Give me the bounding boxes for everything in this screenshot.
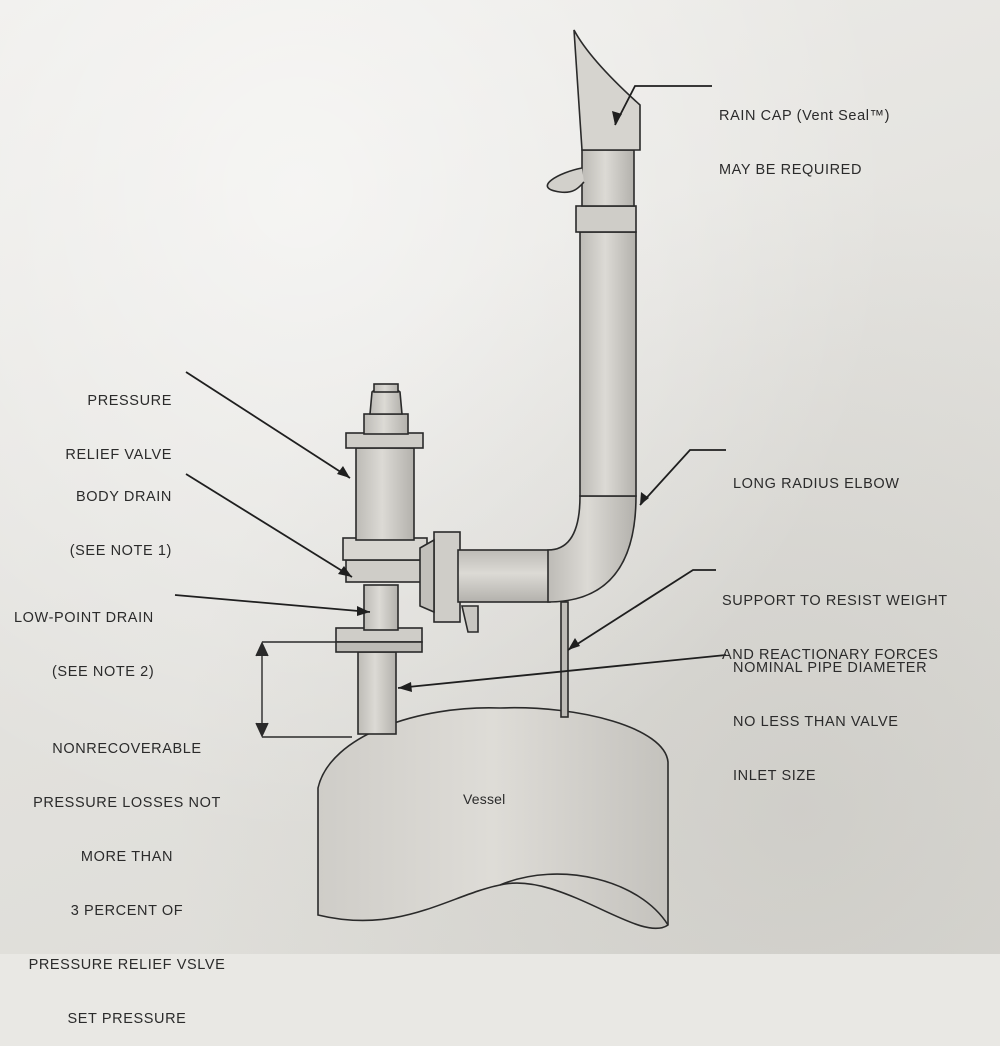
inlet-pipe: [357, 651, 397, 735]
outlet-flange: [419, 531, 479, 633]
long-radius-elbow: [547, 495, 637, 603]
nonrecoverable-pressure-loss-label: NONRECOVERABLE PRESSURE LOSSES NOT MORE …: [28, 741, 226, 1027]
nominal-pipe-diameter-label: NOMINAL PIPE DIAMETER NO LESS THAN VALVE…: [733, 660, 928, 784]
body-drain-label: BODY DRAIN (SEE NOTE 1): [69, 489, 172, 559]
low-point-drain-label: LOW-POINT DRAIN (SEE NOTE 2): [14, 610, 155, 680]
leader-lines: [174, 85, 727, 689]
rain-cap-label: RAIN CAP (Vent Seal™) MAY BE REQUIRED: [719, 108, 891, 178]
support-label: SUPPORT TO RESIST WEIGHT AND REACTIONARY…: [722, 593, 948, 663]
discharge-stack: [575, 149, 637, 497]
inlet-flange: [335, 627, 423, 653]
valve-body: [342, 383, 429, 631]
relief-valve-installation-diagram: [174, 29, 727, 930]
vessel-label: Vessel: [463, 791, 506, 807]
pressure-loss-dimension: [255, 641, 352, 738]
rain-cap: [546, 29, 641, 194]
pressure-relief-valve-label: PRESSURE RELIEF VALVE: [65, 393, 172, 463]
long-radius-elbow-label: LONG RADIUS ELBOW: [733, 476, 900, 492]
outlet-pipe: [457, 549, 551, 603]
vessel: [317, 706, 669, 930]
leader-arrowheads: [337, 111, 649, 692]
pipe-support: [560, 601, 569, 718]
